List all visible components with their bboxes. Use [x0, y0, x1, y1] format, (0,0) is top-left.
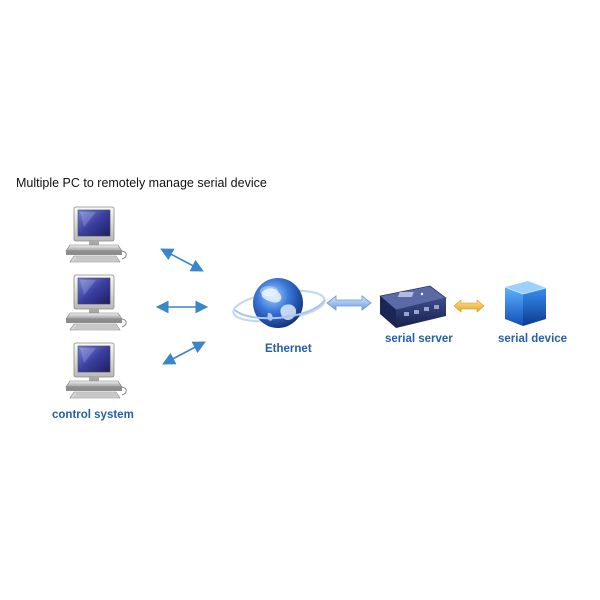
- pc-icon-bottom: [65, 342, 127, 399]
- cube-icon: [504, 281, 547, 326]
- pc-bottom-link-arrow: [162, 341, 206, 365]
- serial-link-arrow: [453, 299, 485, 313]
- pc-icon-top: [65, 206, 127, 263]
- pc-top-link-arrow: [160, 248, 204, 272]
- serial-device-label: serial device: [498, 333, 568, 345]
- serial-server-icon: [379, 285, 447, 328]
- page-title: Multiple PC to remotely manage serial de…: [16, 176, 267, 190]
- serial-server-label: serial server: [385, 333, 453, 345]
- control-system-label: control system: [52, 409, 134, 421]
- ethernet-link-arrow: [326, 295, 372, 311]
- pc-icon-middle: [65, 274, 127, 331]
- ethernet-label: Ethernet: [265, 343, 312, 355]
- globe-icon: [232, 278, 326, 328]
